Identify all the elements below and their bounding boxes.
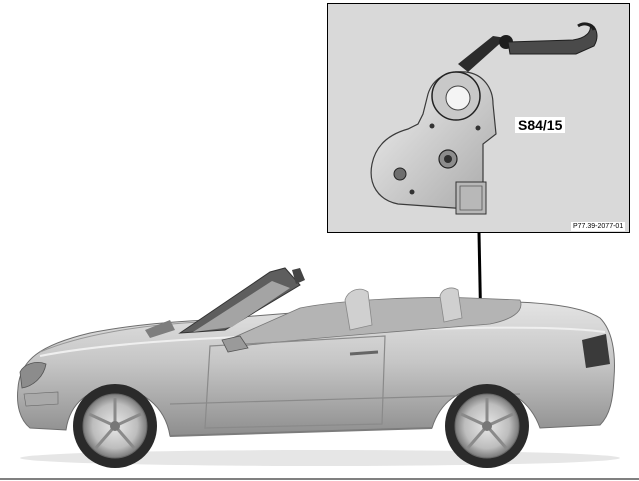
component-callout-label: S84/15 [515, 117, 566, 133]
figure-reference-code: P77.39-2077-01 [571, 222, 626, 231]
switch-component-illustration [370, 22, 598, 215]
detail-inset [327, 3, 630, 233]
car-convertible [17, 267, 620, 468]
